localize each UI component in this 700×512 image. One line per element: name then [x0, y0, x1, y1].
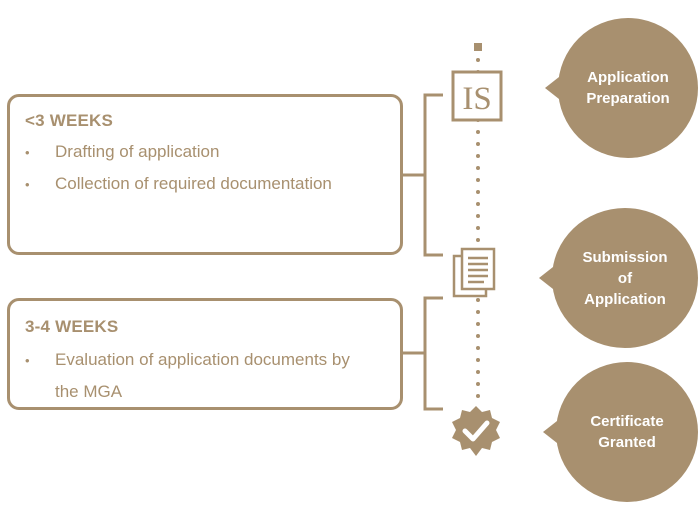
bullet: •: [25, 353, 30, 368]
timeline-start-square: [474, 43, 482, 51]
task-text: Collection of required documentation: [55, 174, 332, 193]
phase-duration: 3-4 WEEKS: [25, 317, 119, 336]
phase-box-2: 3-4 WEEKS • Evaluation of application doc…: [7, 298, 403, 410]
phase-bracket-1: [403, 93, 443, 257]
bullet: •: [25, 145, 30, 160]
milestone-label: Certificate Granted: [590, 413, 664, 451]
milestone-circle-submission-of-application: Submission of Application: [539, 208, 698, 348]
milestone-circle-application-preparation: Application Preparation: [545, 18, 698, 158]
task-text: Drafting of application: [55, 142, 220, 161]
milestone-circle-certificate-granted: Certificate Granted: [543, 362, 698, 502]
documents-icon: [452, 247, 496, 298]
task-item: • Collection of required documentation: [25, 168, 395, 201]
check-badge-icon: [452, 406, 500, 456]
phase-box-1: <3 WEEKS • Drafting of application • Colle…: [7, 94, 403, 255]
milestone-label: Submission of Application: [582, 248, 668, 308]
is-logo-icon: IS: [451, 70, 503, 122]
phase-bracket-2: [403, 296, 443, 411]
task-text: Evaluation of application documents by t…: [55, 350, 350, 401]
task-item: • Drafting of application: [25, 136, 395, 169]
task-item: • Evaluation of application documents by …: [25, 344, 395, 408]
phase-duration: <3 WEEKS: [25, 111, 114, 130]
is-logo-text: IS: [462, 81, 491, 117]
milestone-label: Application Preparation: [586, 69, 670, 107]
bullet: •: [25, 177, 30, 192]
